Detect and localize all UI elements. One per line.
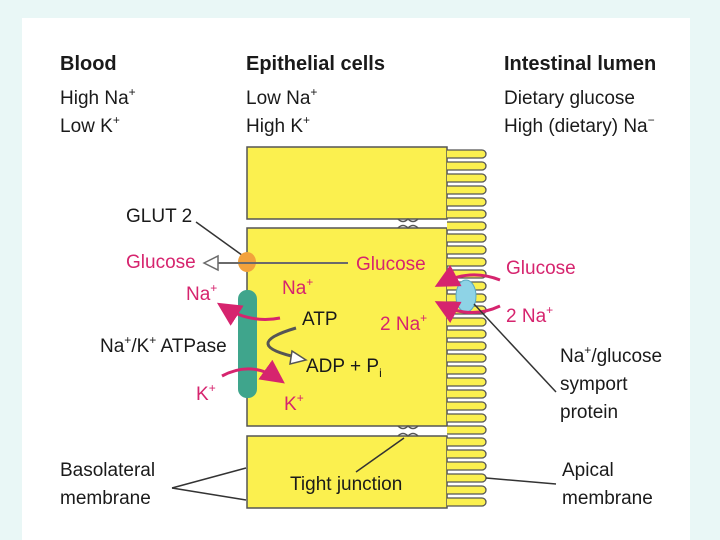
microvillus — [447, 173, 487, 183]
epithelial-line-2: High K+ — [246, 113, 310, 137]
symport-label-line-2: symport — [560, 374, 628, 395]
microvillus — [447, 161, 487, 171]
microvillus — [447, 185, 487, 195]
basolateral-label-line-2: membrane — [60, 488, 151, 509]
lumen-line-1: Dietary glucose — [504, 88, 635, 109]
basolateral-pointer-2 — [171, 487, 247, 501]
basolateral-pointer-1 — [171, 467, 247, 489]
microvillus — [447, 257, 487, 267]
microvillus — [447, 485, 487, 495]
apical-microvilli — [447, 149, 487, 507]
microvillus — [447, 233, 487, 243]
atp-hydrolysis-arrowhead — [289, 349, 308, 366]
microvillus — [447, 353, 487, 363]
glucose-flow-arrowhead — [202, 254, 219, 272]
cell-lower — [246, 435, 448, 509]
na-k-atpase-pump-icon — [238, 290, 257, 398]
microvillus — [447, 437, 487, 447]
microvillus — [447, 449, 487, 459]
microvillus — [447, 461, 487, 471]
symport-pointer — [473, 303, 557, 393]
na-efflux-arrow — [216, 302, 281, 326]
microvillus — [447, 401, 487, 411]
na-cell-label: Na+ — [282, 275, 313, 299]
junction-lower — [397, 424, 419, 438]
glut2-label: GLUT 2 — [126, 206, 192, 227]
microvillus — [447, 245, 487, 255]
microvillus — [447, 149, 487, 159]
epithelial-line-1: Low Na+ — [246, 85, 317, 109]
atp-label: ATP — [302, 309, 338, 330]
epithelial-cells — [246, 146, 487, 509]
glucose-symport-arrow — [434, 264, 501, 287]
na-symport-arrow — [434, 301, 501, 324]
k-influx-arrow — [221, 359, 285, 384]
microvillus — [447, 209, 487, 219]
blood-line-1: High Na+ — [60, 85, 136, 109]
microvillus — [447, 197, 487, 207]
k-cell-label: K+ — [284, 391, 304, 415]
microvillus — [447, 377, 487, 387]
apical-label-line-1: Apical — [562, 460, 614, 481]
microvillus — [447, 221, 487, 231]
k-blood-label: K+ — [196, 381, 216, 405]
cell-upper — [246, 146, 448, 220]
cell-middle — [246, 227, 448, 427]
glucose-blood-label: Glucose — [126, 252, 196, 273]
glucose-lumen-label: Glucose — [506, 258, 576, 279]
microvillus — [447, 473, 487, 483]
lumen-title: Intestinal lumen — [504, 53, 656, 75]
symport-label-line-3: protein — [560, 402, 618, 423]
basolateral-label-line-1: Basolateral — [60, 460, 155, 481]
lumen-line-2: High (dietary) Na− — [504, 113, 655, 137]
atp-hydrolysis-arrow — [266, 326, 301, 360]
blood-title: Blood — [60, 53, 117, 75]
microvillus — [447, 425, 487, 435]
tight-junction-pointer — [355, 437, 405, 473]
microvillus — [447, 413, 487, 423]
adp-pi-label: ADP + Pi — [306, 356, 382, 380]
na-blood-label: Na+ — [186, 281, 217, 305]
glut2-pointer — [195, 221, 247, 259]
tight-junction-label: Tight junction — [290, 474, 402, 495]
microvillus — [447, 317, 487, 327]
two-na-cell-label: 2 Na+ — [380, 311, 427, 335]
symport-label-line-1: Na+/glucose — [560, 343, 662, 367]
two-na-lumen-label: 2 Na+ — [506, 303, 553, 327]
symport-protein-icon — [455, 279, 477, 313]
apical-pointer — [485, 477, 557, 485]
microvillus — [447, 389, 487, 399]
microvillus — [447, 329, 487, 339]
apical-label-line-2: membrane — [562, 488, 653, 509]
microvillus — [447, 341, 487, 351]
glucose-cell-label: Glucose — [356, 254, 426, 275]
microvillus — [447, 497, 487, 507]
microvillus — [447, 365, 487, 375]
na-k-atpase-label: Na+/K+ ATPase — [100, 333, 227, 357]
junction-upper — [397, 217, 419, 230]
blood-line-2: Low K+ — [60, 113, 120, 137]
epithelial-title: Epithelial cells — [246, 53, 385, 75]
